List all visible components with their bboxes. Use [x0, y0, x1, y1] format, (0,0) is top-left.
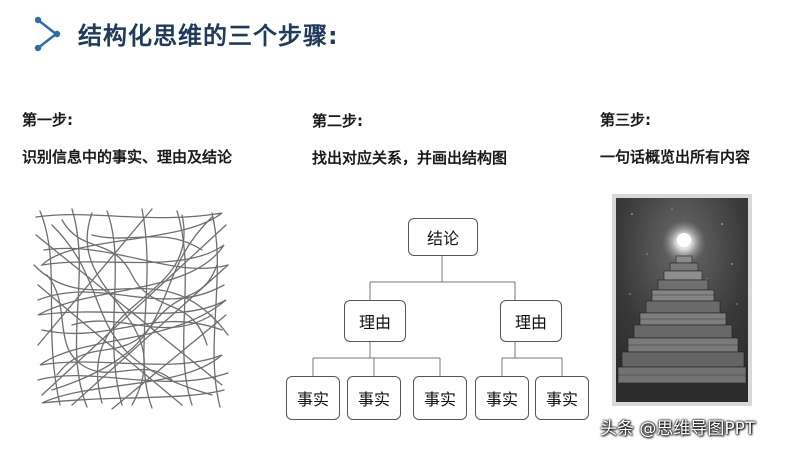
- scribble-image: [33, 208, 229, 410]
- step-1-label: 第一步:: [22, 111, 73, 129]
- fact-node-1: 事实: [286, 376, 340, 420]
- tree-connectors: [312, 256, 563, 376]
- fact-node-5: 事实: [535, 376, 589, 420]
- step-2-desc: 找出对应关系，并画出结构图: [312, 149, 508, 167]
- step-3-label: 第三步:: [600, 111, 651, 129]
- fact-node-2: 事实: [347, 376, 401, 420]
- step-1-desc: 识别信息中的事实、理由及结论: [22, 148, 233, 166]
- step-2-label: 第二步:: [312, 112, 363, 130]
- connector-icon: [34, 16, 61, 52]
- page-title: 结构化思维的三个步骤:: [78, 22, 339, 50]
- step-3-desc: 一句话概览出所有内容: [600, 148, 751, 166]
- reason-node-1: 理由: [344, 300, 406, 342]
- fact-node-3: 事实: [413, 376, 467, 420]
- structure-diagram: 结论 理由 理由 事实 事实 事实 事实 事实: [282, 212, 602, 427]
- reason-node-2: 理由: [500, 300, 562, 342]
- watermark: 头条 @思维导图PPT: [600, 419, 756, 439]
- book-pyramid-image: [612, 194, 752, 406]
- fact-node-4: 事实: [475, 376, 529, 420]
- conclusion-node: 结论: [408, 218, 478, 256]
